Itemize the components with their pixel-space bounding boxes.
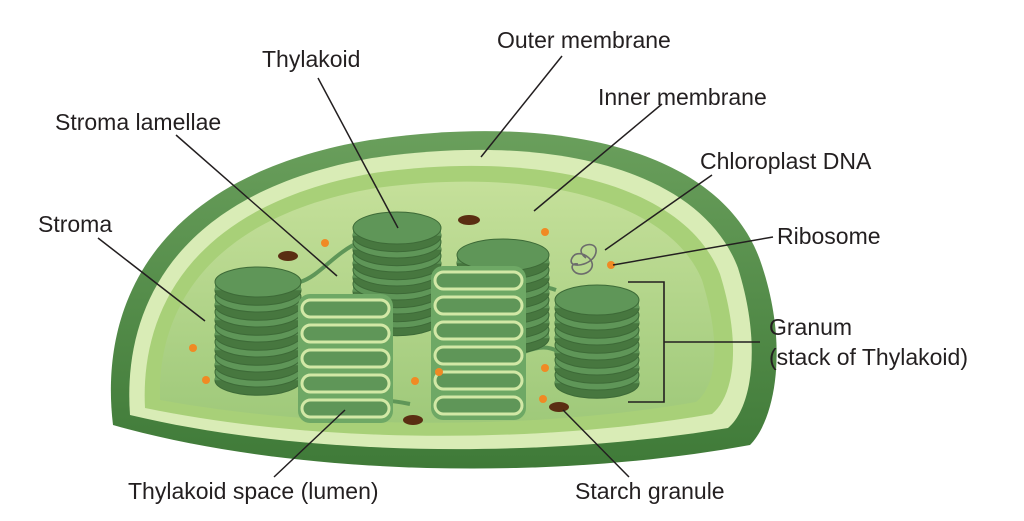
label-stroma: Stroma [38, 211, 113, 237]
label-thylakoid: Thylakoid [262, 46, 361, 72]
granum-bracket [628, 281, 760, 403]
leader-outer-membrane [480, 55, 563, 158]
label-outer-membrane: Outer membrane [497, 27, 671, 53]
label-chloroplast-dna: Chloroplast DNA [700, 148, 872, 174]
leader-stroma [97, 237, 206, 322]
granum-right [554, 284, 640, 399]
starch-granules [278, 215, 569, 425]
label-stroma-lamellae: Stroma lamellae [55, 109, 222, 135]
chloroplast-dna-loop [570, 243, 597, 275]
leader-lines [97, 55, 774, 478]
leader-stroma-lamellae [175, 134, 338, 277]
label-thylakoid-space: Thylakoid space (lumen) [128, 478, 379, 504]
label-ribosome: Ribosome [777, 223, 881, 249]
label-inner-membrane: Inner membrane [598, 84, 767, 110]
granum-back-center [352, 211, 442, 337]
leader-thylakoid-space [273, 409, 346, 478]
grana-group [214, 211, 640, 423]
label-granum: Granum [769, 314, 853, 340]
leader-ribosome [612, 236, 774, 266]
granum-left [214, 266, 302, 396]
leader-starch-granule [562, 409, 630, 478]
label-starch-granule: Starch granule [575, 478, 725, 504]
leader-thylakoid [317, 77, 399, 229]
leader-chloroplast-dna [604, 174, 713, 251]
ribosomes [189, 228, 615, 403]
leader-inner-membrane [533, 103, 663, 212]
granum-section-left [298, 294, 393, 423]
granum-section-right [431, 266, 526, 420]
label-granum-subtitle: (stack of Thylakoid) [769, 344, 968, 370]
